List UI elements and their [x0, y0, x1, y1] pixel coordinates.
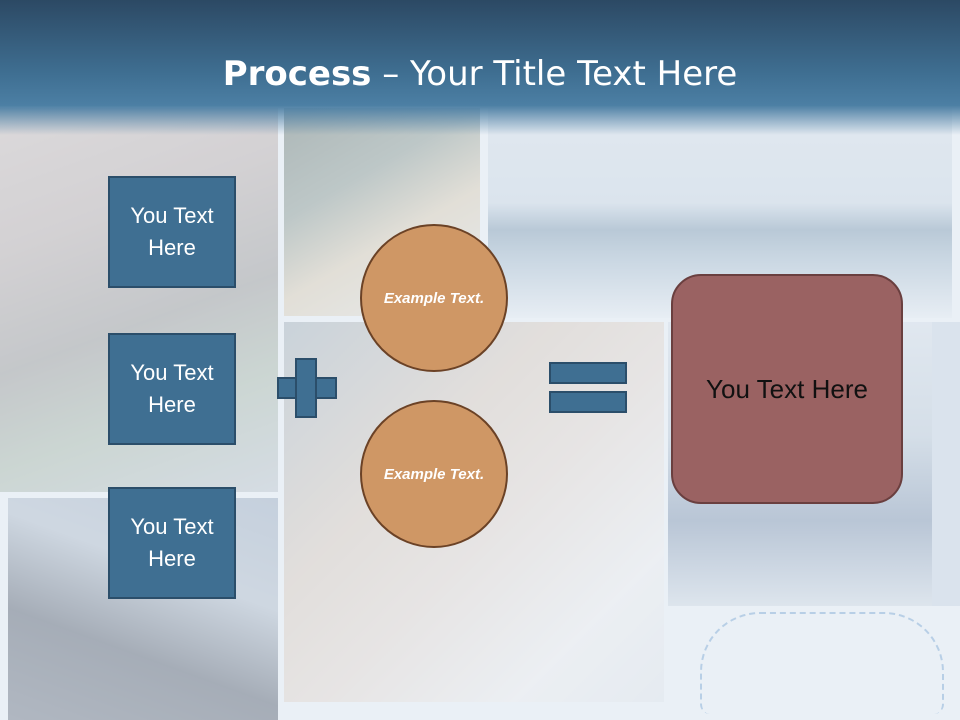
text-box-3-label: You Text Here — [130, 514, 214, 571]
text-box-2-label: You Text Here — [130, 360, 214, 417]
text-box-1[interactable]: You Text Here — [108, 176, 236, 288]
title-band — [0, 0, 960, 135]
result-box[interactable]: You Text Here — [671, 274, 903, 504]
slide-title[interactable]: Process – Your Title Text Here — [0, 52, 960, 96]
text-box-3[interactable]: You Text Here — [108, 487, 236, 599]
result-box-label: You Text Here — [706, 373, 868, 404]
cloud-sketch-decoration — [700, 612, 944, 714]
plus-sign-vertical — [295, 358, 317, 418]
example-circle-2[interactable]: Example Text. — [360, 400, 508, 548]
text-box-1-label: You Text Here — [130, 203, 214, 260]
slide-title-rest: – Your Title Text Here — [371, 54, 738, 94]
example-circle-2-label: Example Text. — [383, 465, 485, 483]
slide-title-bold: Process — [222, 54, 372, 94]
equals-sign-top-bar — [549, 362, 627, 384]
example-circle-1[interactable]: Example Text. — [360, 224, 508, 372]
equals-sign-bottom-bar — [549, 391, 627, 413]
example-circle-1-label: Example Text. — [383, 289, 485, 307]
text-box-2[interactable]: You Text Here — [108, 333, 236, 445]
